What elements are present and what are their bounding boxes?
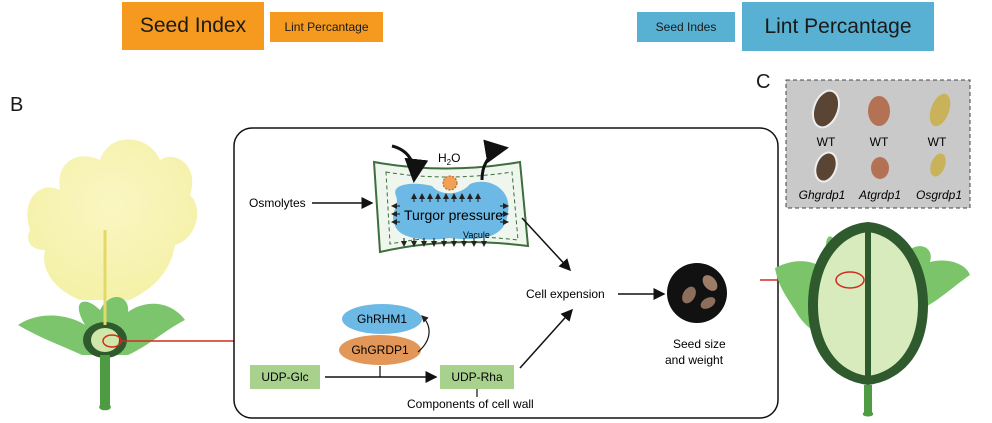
osgrdp1-mutant-label: Osgrdp1 — [916, 188, 962, 202]
lint-percentage-legend-large: Lint Percantage — [742, 2, 934, 51]
cotton-flower-illustration — [18, 139, 198, 411]
seed-index-legend: Seed Index — [122, 2, 264, 50]
panel-b-label: B — [10, 94, 24, 116]
cotton-boll-illustration — [775, 222, 970, 417]
seed-images-row1 — [811, 89, 951, 129]
h2o-label: H2O — [438, 151, 460, 167]
wt-label-1: WT — [817, 135, 836, 149]
vacule-label: Vacule — [463, 230, 490, 240]
seed-images-row2 — [814, 151, 946, 183]
panel-c-label: C — [756, 71, 771, 93]
wt-label-3: WT — [928, 135, 947, 149]
cell-to-expension-arrow — [521, 217, 572, 272]
ghrhm1-shape — [342, 304, 422, 334]
cell-expension-label: Cell expension — [526, 287, 605, 301]
ghrhm1-label: GhRHM1 — [357, 312, 407, 326]
wt-label-2: WT — [870, 135, 889, 149]
udp-glc-label: UDP-Glc — [261, 370, 308, 384]
rha-to-expension-arrow — [519, 308, 574, 369]
udp-glc-box — [250, 365, 320, 389]
seed-indes-legend: Seed Indes — [637, 12, 735, 42]
and-weight-label: and weight — [665, 353, 724, 367]
udp-rha-box — [440, 365, 514, 389]
ghgrdp1-shape — [339, 335, 421, 365]
ghgrdp1-feedback-arrow — [417, 315, 430, 353]
seed-size-label: Seed size — [673, 337, 726, 351]
osmolytes-label: Osmolytes — [249, 196, 306, 210]
cell-illustration — [372, 139, 530, 254]
ghgrdp1-label: GhGRDP1 — [351, 343, 409, 357]
ghgrdp1-mutant-label: Ghgrdp1 — [799, 188, 846, 202]
udp-rha-label: UDP-Rha — [451, 370, 503, 384]
lint-percentage-legend-small: Lint Percantage — [270, 12, 383, 42]
turgor-pressure-label: Turgor pressure — [404, 207, 503, 223]
atgrdp1-mutant-label: Atgrdp1 — [858, 188, 901, 202]
seed-image — [667, 263, 727, 323]
components-label: Components of cell wall — [407, 397, 534, 411]
